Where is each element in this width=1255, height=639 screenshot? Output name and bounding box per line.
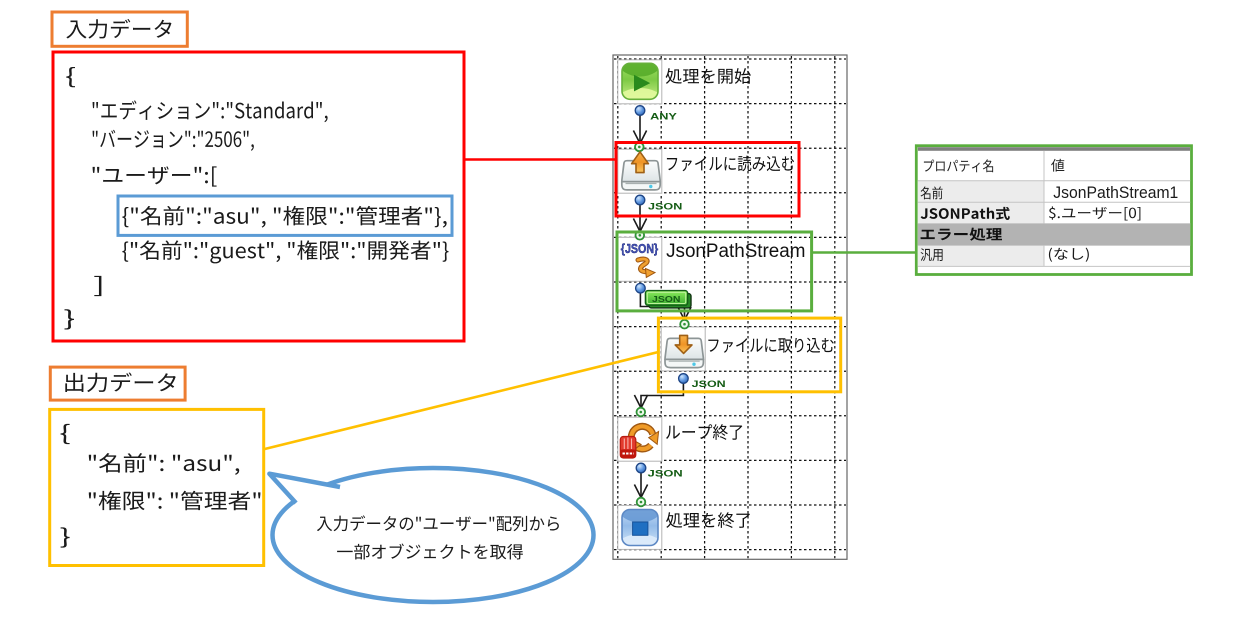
svg-text:JSON: JSON	[652, 294, 681, 304]
svg-text:JSON: JSON	[692, 379, 726, 390]
svg-text:JSON: JSON	[648, 469, 683, 480]
svg-text:{JSON}: {JSON}	[621, 241, 658, 256]
svg-text:JSON: JSON	[648, 201, 682, 212]
svg-text:JsonPathStream: JsonPathStream	[666, 241, 805, 262]
svg-text:ANY: ANY	[650, 112, 678, 123]
svg-text:JsonPathStream1: JsonPathStream1	[1053, 183, 1178, 202]
